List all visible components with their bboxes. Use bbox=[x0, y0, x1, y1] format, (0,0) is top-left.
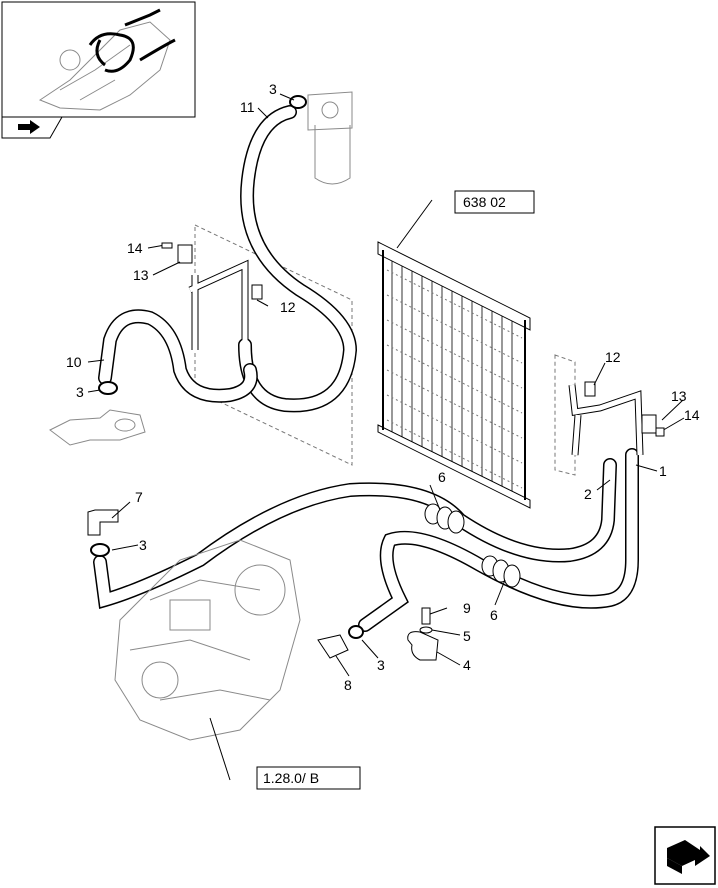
callout-3-fitting: 3 bbox=[139, 537, 147, 553]
hose-10 bbox=[98, 309, 258, 403]
transmission-ref-label[interactable]: 1.28.0/ B bbox=[263, 770, 319, 786]
oil-cooler bbox=[377, 241, 531, 509]
callout-8: 8 bbox=[344, 677, 352, 693]
callout-9: 9 bbox=[463, 600, 471, 616]
leader-lines bbox=[87, 93, 685, 781]
washer-5 bbox=[419, 626, 433, 634]
hose-2 bbox=[93, 458, 617, 609]
callout-13-right: 13 bbox=[671, 388, 687, 404]
callout-6-upper: 6 bbox=[438, 469, 446, 485]
callout-4: 4 bbox=[463, 657, 471, 673]
pipe-assembly-right bbox=[568, 381, 657, 456]
fitting-7 bbox=[87, 509, 119, 536]
callout-12-right: 12 bbox=[605, 349, 621, 365]
double-arrow-icon[interactable] bbox=[1, 116, 63, 139]
sleeve-6b bbox=[481, 555, 521, 588]
callout-2: 2 bbox=[584, 486, 592, 502]
radiator-ref-label[interactable]: 638 02 bbox=[463, 194, 506, 210]
hose-11 bbox=[238, 105, 358, 413]
clamp-3-fitting bbox=[90, 543, 110, 557]
callout-3-top: 3 bbox=[269, 81, 277, 97]
ghost-fitting-left bbox=[49, 409, 146, 446]
clamp-3-left bbox=[98, 381, 118, 395]
clip-4 bbox=[407, 631, 439, 661]
fitting-8 bbox=[317, 634, 349, 659]
clamp-3-top bbox=[289, 95, 307, 109]
bolt-14-right bbox=[655, 427, 665, 437]
hose-1 bbox=[358, 448, 639, 632]
callout-1: 1 bbox=[659, 463, 667, 479]
callout-5: 5 bbox=[463, 628, 471, 644]
bolt-9 bbox=[421, 607, 431, 625]
transmission-ref-box[interactable] bbox=[256, 766, 361, 790]
radiator-ref-box[interactable] bbox=[454, 190, 535, 214]
callout-10: 10 bbox=[66, 354, 82, 370]
callout-3-bottom: 3 bbox=[377, 657, 385, 673]
sleeve-6a bbox=[424, 503, 465, 534]
pipe-assembly-left bbox=[177, 244, 263, 350]
oil-filter bbox=[307, 91, 353, 185]
overview-thumbnail[interactable] bbox=[1, 1, 196, 118]
transmission-ghost bbox=[114, 539, 301, 741]
callout-12-left: 12 bbox=[280, 299, 296, 315]
callout-13-left: 13 bbox=[133, 267, 149, 283]
callout-14-right: 14 bbox=[684, 407, 700, 423]
bolt-14-left bbox=[161, 242, 173, 249]
clamp-3-bottom bbox=[348, 625, 364, 639]
callout-6-lower: 6 bbox=[490, 607, 498, 623]
callout-11: 11 bbox=[240, 99, 255, 115]
callout-14-left: 14 bbox=[127, 240, 143, 256]
callout-7: 7 bbox=[135, 489, 143, 505]
callout-3-left: 3 bbox=[76, 384, 84, 400]
mounting-plane-right bbox=[554, 354, 576, 476]
next-page-arrow-icon[interactable] bbox=[654, 826, 716, 885]
